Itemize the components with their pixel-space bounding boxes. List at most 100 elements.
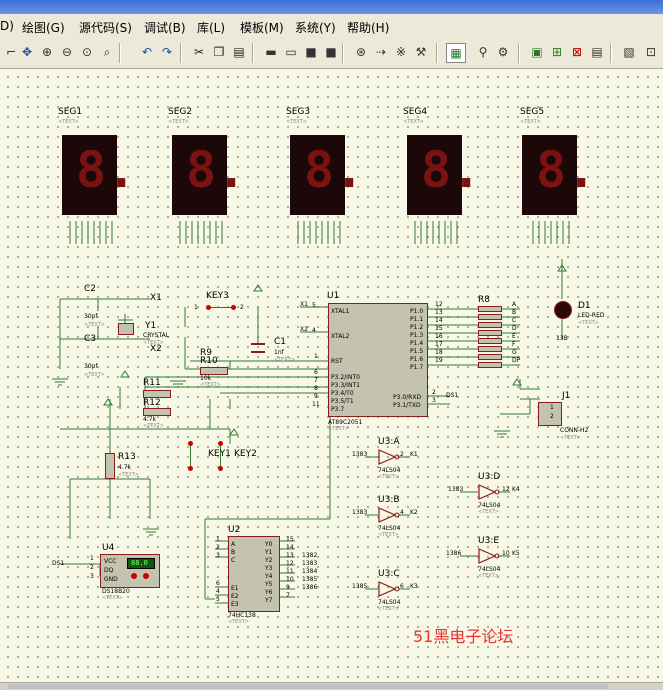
zoom-in-icon[interactable]: ⊕ [41,45,53,59]
autoroute-icon[interactable]: ⇢ [375,45,387,59]
r12-ref: R12 [143,398,161,408]
switch-key1[interactable] [188,441,199,471]
bom-icon[interactable]: ▧ [623,45,635,59]
new-sheet-icon[interactable]: ⊞ [551,45,563,59]
x2-net: X2 [150,344,162,354]
paste-icon[interactable]: ▤ [233,45,245,59]
u4-button[interactable] [131,573,137,579]
resistor-r12[interactable] [143,408,171,416]
ic-u2[interactable]: A B C E1 E2 E3 Y0 Y1 Y2 Y3 Y4 Y5 Y6 Y7 [228,536,280,612]
u2-pin-name: Y2 [265,557,273,564]
inverter-u3a[interactable] [378,449,400,465]
netlist-icon[interactable]: ▣ [531,45,543,59]
inverter-u3d[interactable] [478,484,500,500]
block-delete-icon[interactable]: ■ [325,45,337,59]
toolbar-separator [436,43,438,63]
capacitor-c1[interactable] [251,343,265,353]
u1-pin-name: P1.1 [410,316,424,323]
resistor-r11[interactable] [143,390,171,398]
block-move-icon[interactable]: ▭ [285,45,297,59]
resistor-r10[interactable] [200,367,228,375]
zoom-out-icon[interactable]: ⊖ [61,45,73,59]
u1-part: AT89C2051 [328,419,363,426]
menu-item-library[interactable]: 库(L) [197,21,226,35]
connector-j1[interactable] [538,402,562,426]
copy-icon[interactable]: ❐ [213,45,225,59]
u4-ref: U4 [102,543,115,553]
seg-text: <TEXT> [520,119,541,125]
led-d1[interactable] [554,301,572,319]
inverter-u3b[interactable] [378,507,400,523]
toolbar-icon[interactable]: ⌐ [5,45,17,59]
resistor-pack-r8[interactable] [478,306,502,368]
u3d-outpin: 12 [502,486,510,493]
wire-icon[interactable]: ※ [395,45,407,59]
block-rotate-icon[interactable]: ■ [305,45,317,59]
delete-sheet-icon[interactable]: ⊠ [571,45,583,59]
u4-button[interactable] [143,573,149,579]
c3-ref: C3 [84,334,97,344]
zoom-area-icon[interactable]: ⌕ [103,45,111,59]
menu-item-system[interactable]: 系统(Y) [295,21,336,35]
j1-pin1: 1 [550,404,554,411]
switch-key3[interactable] [206,305,236,314]
menu-item-file[interactable]: D) [0,19,14,33]
zoom-all-icon[interactable]: ⊙ [81,45,93,59]
horizontal-scrollbar[interactable] [8,684,608,689]
resistor-r13[interactable] [105,453,115,479]
r8-element [478,306,502,312]
u2-pin-num: 14 [286,544,294,551]
ic-u1[interactable]: XTAL1 XTAL2 RST P3.2/INT0 P3.3/INT1 P3.4… [328,303,428,417]
export-icon[interactable]: ⊡ [645,45,657,59]
c2-ref: C2 [84,284,97,294]
seg-digit: 8. [536,141,597,199]
menu-item-debug[interactable]: 调试(B) [144,21,186,35]
cut-icon[interactable]: ✂ [193,45,205,59]
seg-body: 8. [522,135,596,215]
hammer-icon[interactable]: ⚒ [415,45,427,59]
pick-device-icon[interactable]: ⊛ [355,45,367,59]
u1-pin-name: P3.4/T0 [331,390,354,397]
u1-pin-num: 6 [314,369,318,376]
watermark: 51黑电子论坛 [413,627,514,646]
design-explorer-icon[interactable]: ▦ [446,43,466,63]
toolbar-separator [252,43,254,63]
c3-value: 30pf [84,363,98,370]
menu-item-template[interactable]: 模板(M) [240,21,284,35]
seg-label: SEG2 [168,107,193,117]
seg-body: 8. [407,135,481,215]
r8-ref: R8 [478,295,490,305]
seg-text: <TEXT> [286,119,307,125]
property-icon[interactable]: ⚙ [497,45,509,59]
u3b-out: K2 [410,509,418,516]
crystal-y1[interactable] [118,323,134,335]
sensor-u4[interactable]: VCC DQ GND 88.0 [100,554,160,588]
toolbar-separator [610,43,612,63]
schematic-canvas[interactable]: SEG1 <TEXT> 8. SEG2 <TEXT> 8. SEG3 <TEXT… [0,69,663,682]
redo-icon[interactable]: ↷ [161,45,173,59]
r8-row: C [512,317,517,324]
u1-pin-name: P1.4 [410,340,424,347]
inverter-u3e[interactable] [478,548,500,564]
u1-pin-num: 15 [435,325,443,332]
r8-element [478,322,502,328]
toolbar-separator [119,43,121,63]
move-icon[interactable]: ✥ [21,45,33,59]
u3d-part: 74LS04 [478,502,501,509]
menu-item-source[interactable]: 源代码(S) [79,21,132,35]
u4-pin-num: 3 [90,573,94,580]
menu-item-help[interactable]: 帮助(H) [347,21,390,35]
menu-item-draw[interactable]: 绘图(G) [22,21,65,35]
goto-sheet-icon[interactable]: ▤ [591,45,603,59]
block-copy-icon[interactable]: ▬ [265,45,277,59]
search-icon[interactable]: ⚲ [478,45,488,59]
u1-pin-name: P1.5 [410,348,424,355]
inverter-u3c[interactable] [378,581,400,597]
u3c-in: 1385 [352,583,368,590]
switch-key2[interactable] [218,441,229,471]
u1-pin-name: P1.0 [410,308,424,315]
u1-pin-num: 13 [435,309,443,316]
undo-icon[interactable]: ↶ [141,45,153,59]
seg-digit: 8. [186,141,247,199]
j1-pin2: 2 [550,413,554,420]
